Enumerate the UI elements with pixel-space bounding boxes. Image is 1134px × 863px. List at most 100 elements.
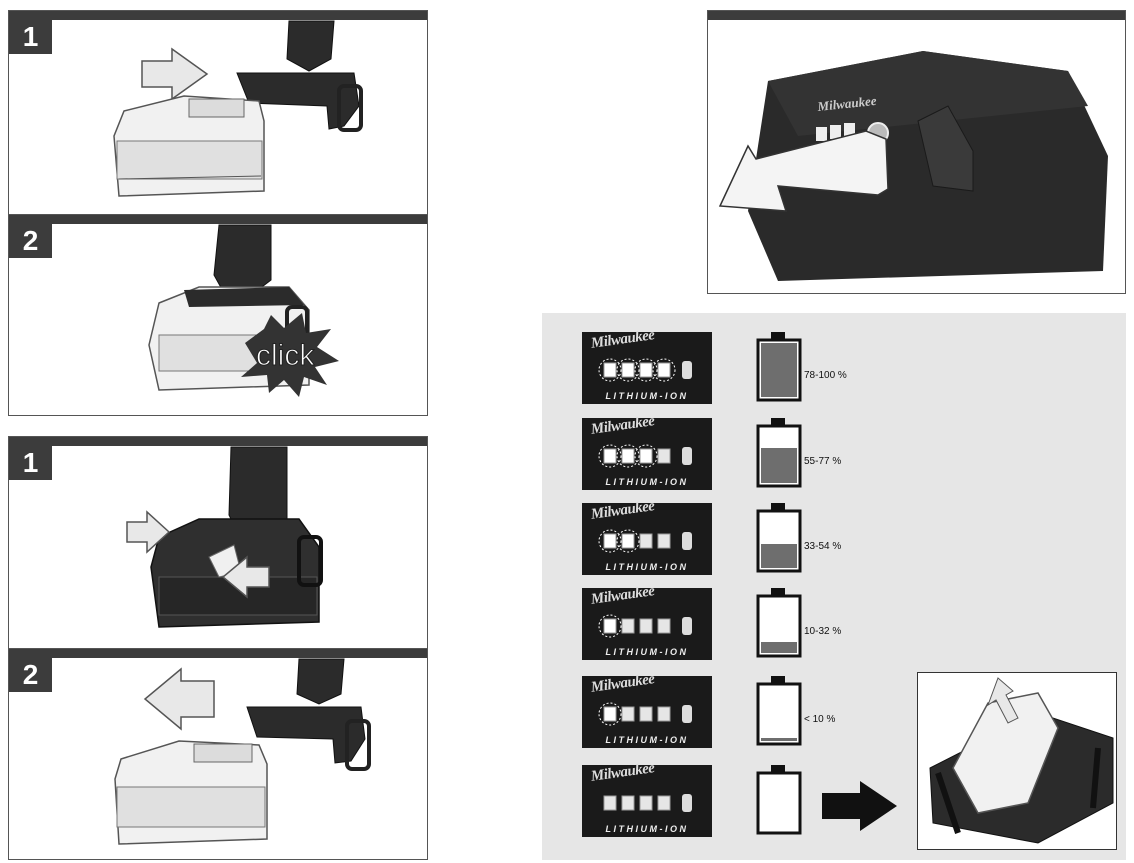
led-off	[639, 533, 653, 549]
led-lit	[603, 533, 617, 549]
led-lit	[621, 362, 635, 378]
led-row	[598, 444, 692, 468]
led-lit	[603, 448, 617, 464]
brand-logo: Milwaukee	[590, 760, 656, 785]
led-lit	[603, 362, 617, 378]
battery-fill	[761, 343, 797, 397]
battery-on-charger-illustration	[929, 677, 1114, 844]
led-lit	[603, 706, 617, 722]
remove-battery-illustration	[114, 658, 371, 845]
led-glow	[616, 358, 640, 382]
led-glow	[616, 529, 640, 553]
led-lit	[657, 362, 671, 378]
panel-header-bar	[9, 649, 427, 658]
step-number: 2	[9, 224, 52, 258]
battery-cap	[771, 418, 785, 426]
battery-cap	[771, 765, 785, 773]
led-lit	[603, 618, 617, 634]
battery-cap	[771, 588, 785, 596]
gauge-button-icon	[682, 794, 692, 812]
led-off	[621, 618, 635, 634]
led-glow	[652, 358, 676, 382]
brand-logo: Milwaukee	[590, 671, 656, 696]
fuel-gauge-button-panel: Milwaukee	[707, 10, 1126, 294]
arrow-push-icon	[221, 555, 270, 599]
battery-level-icon	[756, 676, 802, 746]
press-release-button-illustration	[126, 446, 323, 628]
charge-level-label: 78-100 %	[804, 370, 847, 381]
battery-level-icon	[756, 765, 802, 835]
led-off	[657, 795, 671, 811]
battery-type-label: LITHIUM-ION	[605, 391, 689, 401]
led-row	[598, 702, 692, 726]
battery-fill	[761, 544, 797, 568]
battery-fill	[761, 642, 797, 653]
battery-cap	[771, 332, 785, 340]
gauge-button-icon	[682, 705, 692, 723]
battery-fill	[761, 448, 797, 483]
led-lit	[639, 362, 653, 378]
led-row	[598, 614, 692, 638]
gauge-button-icon	[682, 532, 692, 550]
charge-level-label: 55-77 %	[804, 456, 842, 467]
brand-logo: Milwaukee	[590, 498, 656, 523]
arrow-left-icon	[143, 667, 215, 731]
led-glow	[598, 702, 622, 726]
remove-step-1-panel: 1	[8, 436, 428, 649]
battery-fuel-gauge-photo: Milwaukee	[718, 51, 1108, 281]
led-off	[639, 618, 653, 634]
battery-level-icon	[756, 332, 802, 402]
led-row	[598, 358, 692, 382]
battery-body	[756, 771, 802, 835]
step-number: 1	[9, 446, 52, 480]
arrow-down-icon	[987, 677, 1019, 724]
insert-step-1-panel: 1	[8, 10, 428, 215]
led-off	[603, 795, 617, 811]
battery-type-label: LITHIUM-ION	[605, 477, 689, 487]
led-glow	[616, 444, 640, 468]
led-row	[598, 529, 692, 553]
led-lit	[639, 448, 653, 464]
insert-battery-illustration	[113, 20, 363, 197]
brand-logo: Milwaukee	[590, 413, 656, 438]
led-glow	[634, 358, 658, 382]
battery-type-label: LITHIUM-ION	[605, 824, 689, 834]
battery-fill	[761, 738, 797, 741]
led-glow	[598, 444, 622, 468]
led-off	[639, 706, 653, 722]
led-row	[603, 794, 692, 812]
brand-logo: Milwaukee	[590, 583, 656, 608]
charger-panel	[917, 672, 1117, 850]
led-off	[621, 706, 635, 722]
remove-step-2-panel: 2	[8, 648, 428, 860]
arrow-press-icon	[718, 130, 889, 212]
led-off	[621, 795, 635, 811]
led-off	[639, 795, 653, 811]
led-glow	[598, 614, 622, 638]
arrow-push-icon	[126, 510, 171, 554]
led-glow	[634, 444, 658, 468]
led-glow	[598, 529, 622, 553]
arrow-to-charger-icon	[822, 781, 897, 831]
battery-cap	[771, 503, 785, 511]
battery-type-label: LITHIUM-ION	[605, 735, 689, 745]
step-number: 1	[9, 20, 52, 54]
led-off	[657, 706, 671, 722]
led-off	[657, 618, 671, 634]
led-off	[657, 533, 671, 549]
led-lit	[621, 533, 635, 549]
led-lit	[621, 448, 635, 464]
click-burst-icon	[241, 313, 339, 397]
gauge-button-icon	[682, 447, 692, 465]
charge-level-label: 10-32 %	[804, 626, 842, 637]
led-glow	[598, 358, 622, 382]
panel-header-bar	[9, 11, 427, 20]
brand-logo: Milwaukee	[590, 327, 656, 352]
